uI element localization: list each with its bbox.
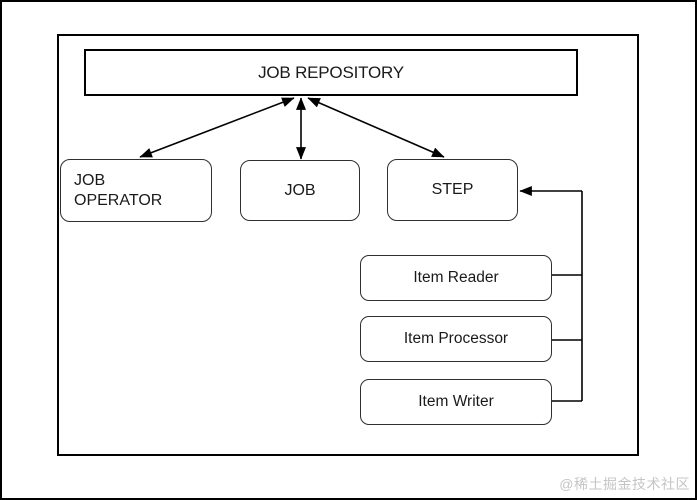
item-reader-box: Item Reader	[360, 255, 552, 301]
job-repository-label: JOB REPOSITORY	[258, 62, 404, 82]
item-writer-box: Item Writer	[360, 379, 552, 425]
job-repository-box: JOB REPOSITORY	[84, 49, 578, 96]
step-label: STEP	[431, 181, 474, 198]
watermark: @稀土掘金技术社区	[559, 476, 690, 492]
job-label: JOB	[284, 181, 316, 199]
item-reader-label: Item Reader	[413, 269, 499, 286]
step-box: STEP	[387, 159, 518, 221]
item-processor-box: Item Processor	[360, 316, 552, 362]
job-box: JOB	[240, 160, 360, 221]
item-processor-label: Item Processor	[403, 330, 509, 347]
job-operator-box: JOB OPERATOR	[60, 159, 212, 222]
item-writer-label: Item Writer	[418, 393, 494, 410]
diagram-frame	[57, 34, 639, 456]
job-operator-label: JOB OPERATOR	[74, 171, 163, 209]
